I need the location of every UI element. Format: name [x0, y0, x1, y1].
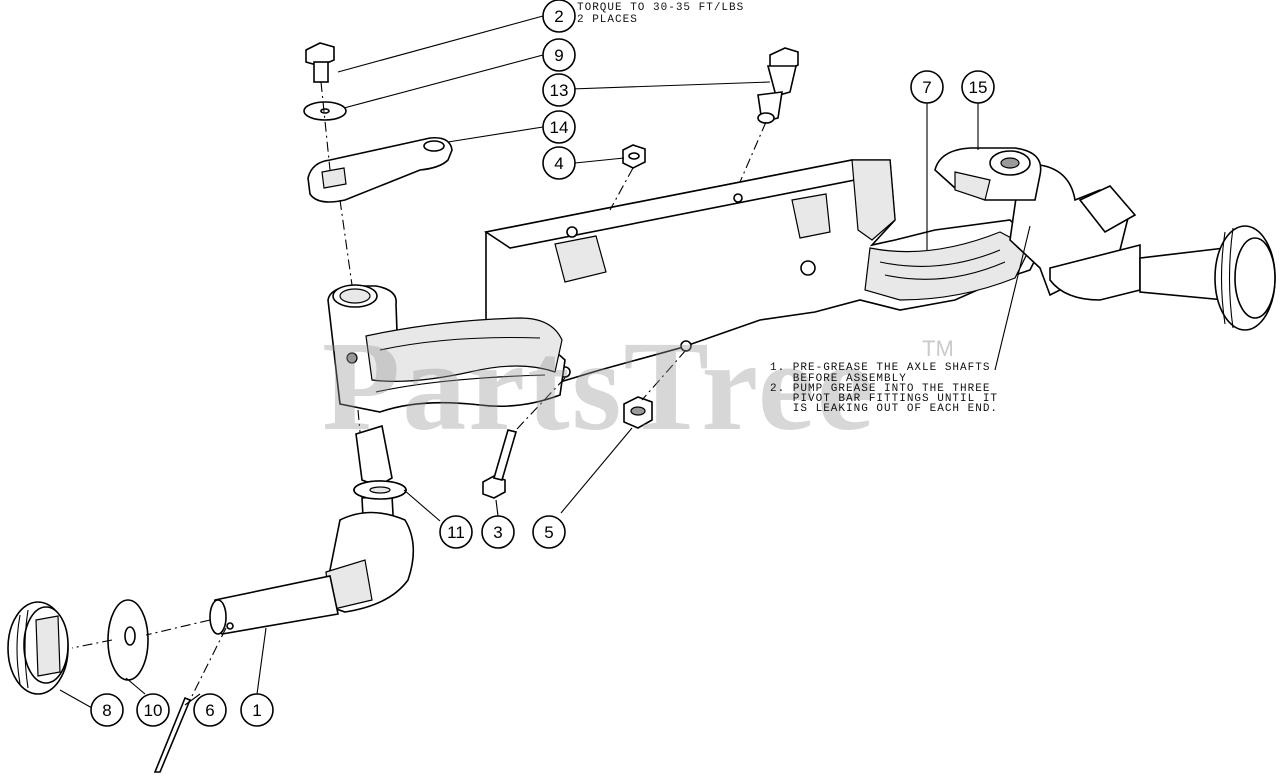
partstree-watermark: PartsTree: [322, 315, 876, 457]
flat-washer-top: [303, 101, 347, 121]
trademark-symbol: TM: [922, 336, 954, 361]
svg-text:6: 6: [205, 701, 214, 720]
callout-7: 7: [910, 70, 944, 104]
hex-bolt-lower: [482, 429, 518, 499]
left-spindle: [209, 424, 415, 635]
front-axle-beam: [483, 159, 1041, 391]
callout-14: 14: [542, 110, 576, 144]
torque-note-line-2: 2 PLACES: [577, 14, 638, 26]
svg-text:10: 10: [144, 701, 163, 720]
callout-9: 9: [542, 38, 576, 72]
svg-text:3: 3: [493, 523, 502, 542]
svg-text:8: 8: [102, 701, 111, 720]
svg-text:13: 13: [550, 81, 569, 100]
instruction-line-1: 1. PRE-GREASE THE AXLE SHAFTS: [770, 362, 991, 374]
callout-8: 8: [90, 693, 124, 727]
right-spindle-assembly: [1009, 164, 1276, 331]
callout-2: 2: [542, 0, 576, 33]
left-spindle-arm: [327, 284, 566, 413]
callout-6: 6: [193, 693, 227, 727]
callout-10: 10: [136, 693, 170, 727]
callout-5: 5: [532, 515, 566, 549]
svg-text:5: 5: [544, 523, 553, 542]
callout-15: 15: [961, 70, 995, 104]
instruction-line-3: 2. PUMP GREASE INTO THE THREE: [770, 383, 991, 395]
hex-bolt-top: [305, 42, 335, 83]
hex-nut-small: [622, 144, 646, 169]
callout-3: 3: [481, 515, 515, 549]
callout-4: 4: [542, 146, 576, 180]
svg-text:7: 7: [922, 78, 931, 97]
svg-text:14: 14: [550, 118, 569, 137]
callout-1: 1: [240, 693, 274, 727]
leader-lines: [59, 15, 1031, 709]
lock-nut: [623, 396, 653, 429]
callout-11: 11: [439, 515, 473, 549]
wheel-bearing: [7, 601, 69, 695]
torque-note-line-1: TORQUE TO 30-35 FT/LBS: [577, 2, 745, 14]
instruction-line-2: BEFORE ASSEMBLY: [770, 373, 907, 385]
svg-text:9: 9: [554, 46, 563, 65]
instruction-line-4: PIVOT BAR FITTINGS UNTIL IT: [770, 393, 999, 405]
svg-text:4: 4: [554, 154, 563, 173]
callouts: 2 9 13 14 4 7 15 11 3 5 8 10 6 1: [90, 0, 995, 727]
shoulder-bolt: [757, 47, 799, 124]
instruction-line-5: IS LEAKING OUT OF EACH END.: [770, 403, 999, 415]
callout-13: 13: [542, 73, 576, 107]
svg-text:15: 15: [969, 78, 988, 97]
pivot-bracket: [934, 147, 1042, 201]
steering-arm: [307, 136, 453, 203]
assembly-center-lines: [71, 81, 767, 701]
svg-text:11: 11: [447, 523, 465, 542]
thrust-washer: [353, 480, 407, 500]
svg-text:1: 1: [252, 701, 261, 720]
flat-washer-wheel: [107, 599, 149, 681]
svg-text:2: 2: [554, 7, 563, 26]
